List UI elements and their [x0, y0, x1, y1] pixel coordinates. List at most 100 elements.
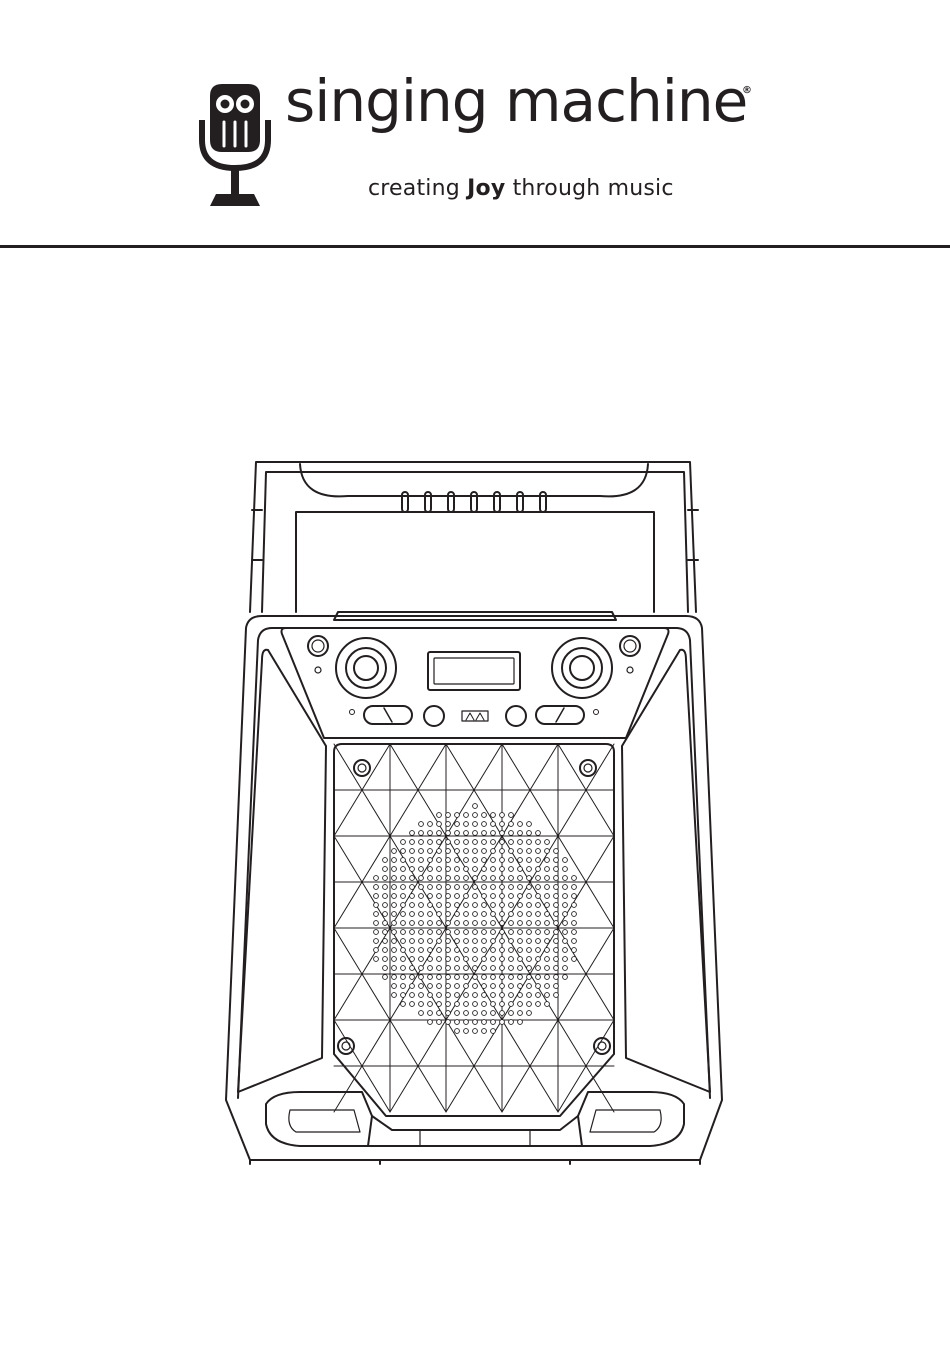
grille-hole: [401, 903, 406, 908]
grille-hole: [545, 840, 550, 845]
grille-hole: [437, 849, 442, 854]
grille-hole: [464, 966, 469, 971]
grille-hole: [509, 957, 514, 962]
grille-hole: [500, 831, 505, 836]
grille-hole: [401, 894, 406, 899]
grille-hole: [455, 984, 460, 989]
grille-hole: [500, 948, 505, 953]
grille-hole: [536, 840, 541, 845]
grille-hole: [455, 993, 460, 998]
grille-hole: [527, 912, 532, 917]
grille-hole: [428, 912, 433, 917]
grille-hole: [446, 966, 451, 971]
grille-hole: [527, 948, 532, 953]
grille-hole: [455, 858, 460, 863]
grille-hole: [464, 993, 469, 998]
grille-hole: [392, 894, 397, 899]
grille-hole: [518, 876, 523, 881]
grille-hole: [563, 867, 568, 872]
grille-hole: [428, 840, 433, 845]
grille-hole: [374, 939, 379, 944]
grille-hole: [491, 858, 496, 863]
grille-hole: [563, 966, 568, 971]
grille-hole: [518, 840, 523, 845]
grille-hole: [473, 1011, 478, 1016]
grille-hole: [572, 939, 577, 944]
grille-hole: [419, 840, 424, 845]
grille-hole: [401, 867, 406, 872]
grille-hole: [491, 849, 496, 854]
grille-hole: [518, 957, 523, 962]
grille-hole: [482, 849, 487, 854]
grille-hole: [527, 840, 532, 845]
grille-hole: [446, 957, 451, 962]
grille-hole: [410, 858, 415, 863]
grille-hole: [500, 930, 505, 935]
grille-hole: [392, 948, 397, 953]
grille-hole: [509, 1011, 514, 1016]
grille-hole: [509, 948, 514, 953]
grille-hole: [455, 921, 460, 926]
grille-hole: [518, 849, 523, 854]
grille-hole: [491, 993, 496, 998]
grille-hole: [437, 984, 442, 989]
grille-hole: [473, 930, 478, 935]
grille-hole: [392, 930, 397, 935]
grille-hole: [446, 822, 451, 827]
grille-perforations: [374, 804, 577, 1034]
grille-hole: [527, 993, 532, 998]
grille-hole: [410, 957, 415, 962]
grille-hole: [437, 1002, 442, 1007]
grille-hole: [473, 867, 478, 872]
grille-hole: [482, 867, 487, 872]
grille-hole: [410, 894, 415, 899]
grille-hole: [473, 984, 478, 989]
grille-hole: [401, 858, 406, 863]
grille-hole: [482, 921, 487, 926]
grille-hole: [455, 930, 460, 935]
grille-hole: [545, 921, 550, 926]
grille-hole: [554, 849, 559, 854]
grille-hole: [455, 1002, 460, 1007]
grille-hole: [464, 858, 469, 863]
grille-hole: [491, 975, 496, 980]
grille-hole: [428, 984, 433, 989]
grille-hole: [428, 831, 433, 836]
grille-hole: [491, 921, 496, 926]
grille-hole: [464, 948, 469, 953]
grille-hole: [455, 885, 460, 890]
grille-hole: [509, 993, 514, 998]
grille-hole: [509, 984, 514, 989]
grille-hole: [383, 876, 388, 881]
grille-hole: [527, 876, 532, 881]
grille-hole: [401, 1002, 406, 1007]
grille-hole: [455, 948, 460, 953]
grille-hole: [500, 894, 505, 899]
grille-hole: [446, 975, 451, 980]
grille-hole: [446, 867, 451, 872]
grille-hole: [482, 840, 487, 845]
grille-hole: [383, 912, 388, 917]
grille-hole: [437, 930, 442, 935]
grille-hole: [536, 885, 541, 890]
grille-hole: [536, 867, 541, 872]
grille-hole: [374, 921, 379, 926]
grille-hole: [428, 921, 433, 926]
grille-hole: [464, 885, 469, 890]
grille-hole: [383, 966, 388, 971]
grille-hole: [518, 930, 523, 935]
grille-hole: [545, 984, 550, 989]
grille-hole: [482, 912, 487, 917]
grille-hole: [464, 930, 469, 935]
grille-hole: [527, 885, 532, 890]
grille-hole: [563, 903, 568, 908]
grille-hole: [473, 921, 478, 926]
grille-hole: [491, 894, 496, 899]
grille-hole: [428, 1020, 433, 1025]
grille-hole: [401, 975, 406, 980]
grille-hole: [464, 867, 469, 872]
brand-tagline: creating Joy through music: [368, 178, 674, 200]
grille-hole: [554, 885, 559, 890]
grille-hole: [455, 1029, 460, 1034]
grille-hole: [446, 858, 451, 863]
